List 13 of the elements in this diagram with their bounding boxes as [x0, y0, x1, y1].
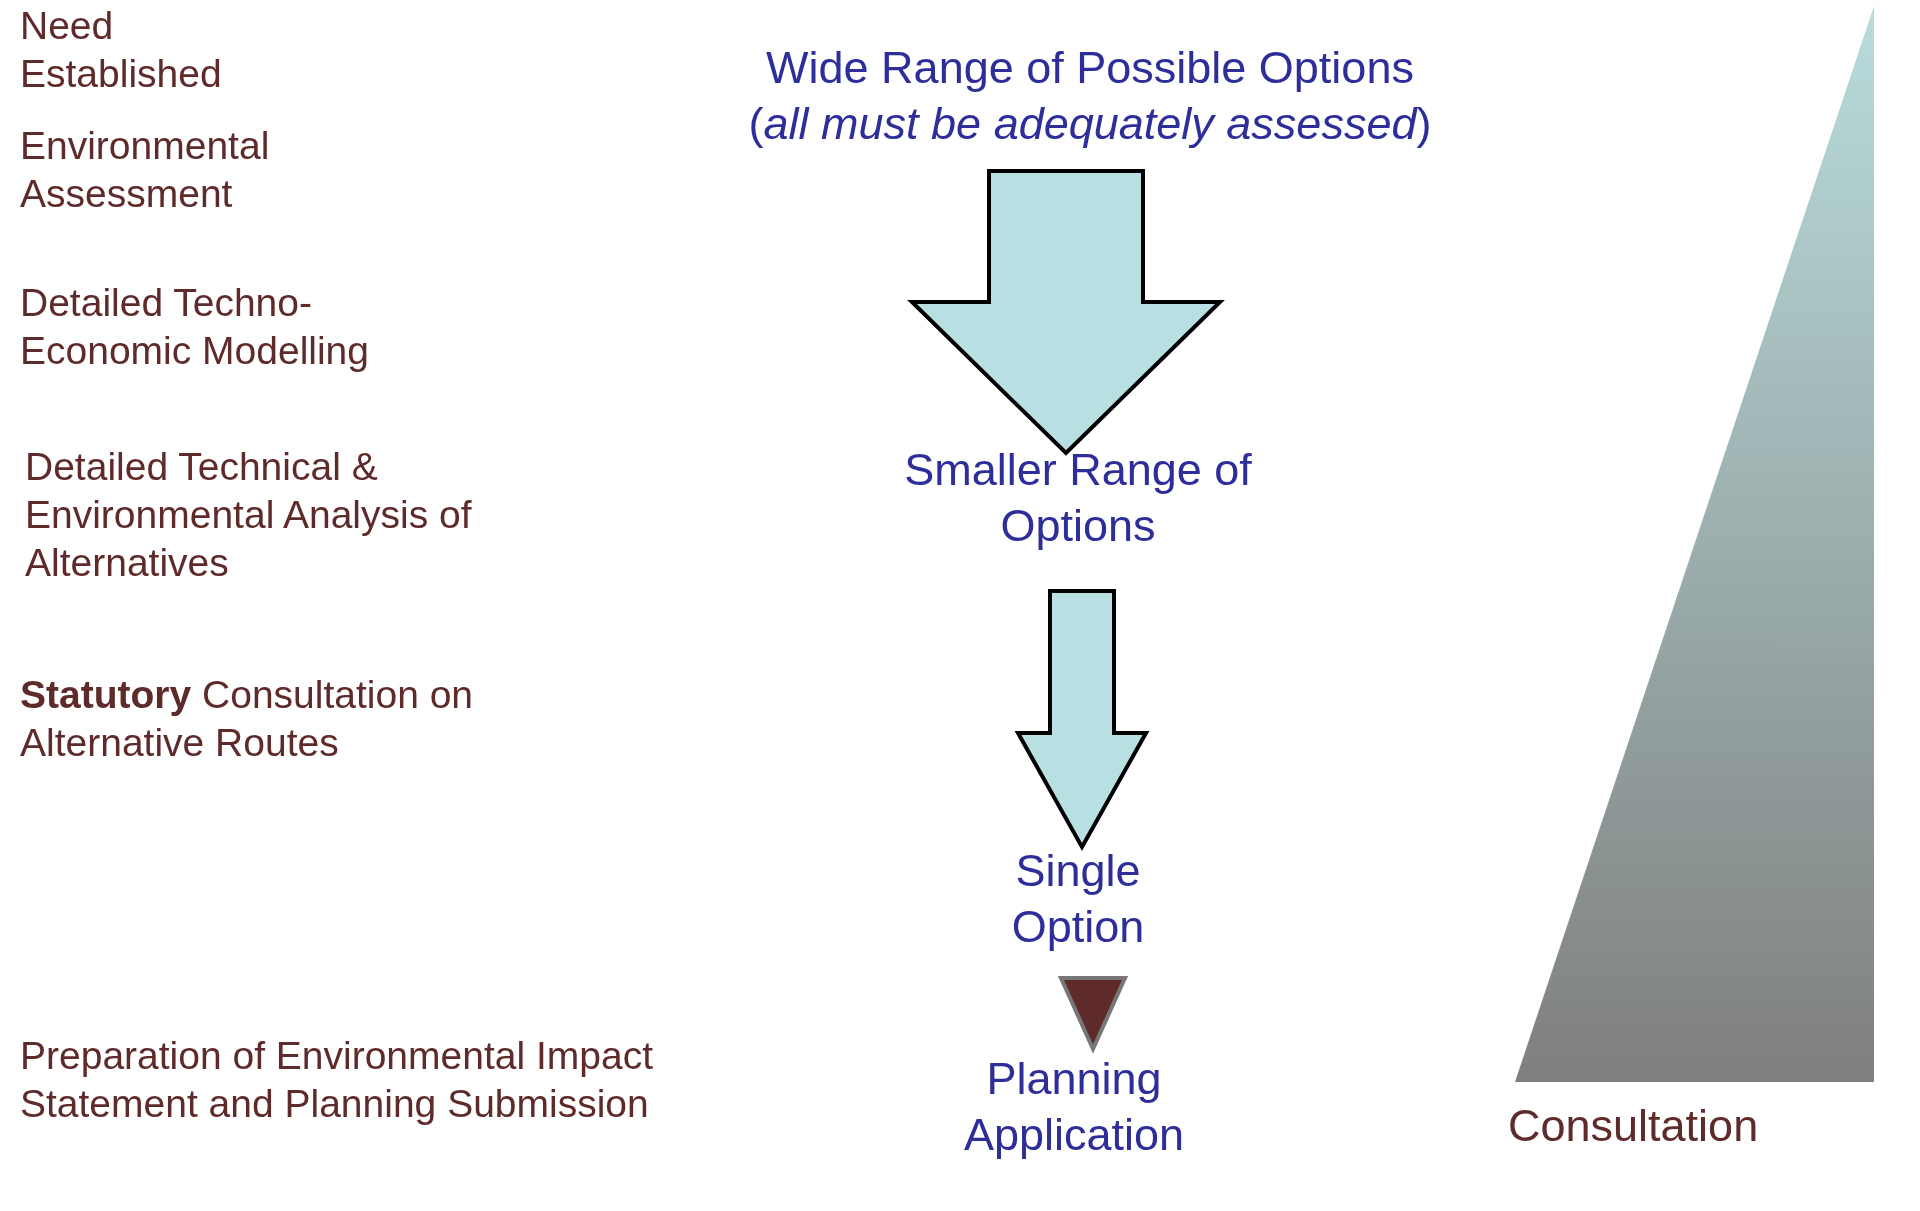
stage-text: Single Option: [978, 843, 1178, 955]
stage-text: Smaller Range of Options: [858, 442, 1298, 554]
stage-label: Detailed Techno-Economic Modelling: [20, 280, 370, 374]
stage-label: Detailed Technical & Environmental Analysis of Alternatives: [25, 444, 473, 586]
stage-label: Environmental Assessment: [20, 123, 271, 217]
stage-label: Preparation of Environmental Impact Statement and Planning Submission: [20, 1033, 654, 1127]
block-arrow: [1014, 589, 1150, 852]
block-arrow: [907, 169, 1225, 456]
stage-label: Statutory Consultation on Alternative Routes: [20, 672, 475, 766]
stage-label: Need Established: [20, 3, 223, 97]
stage-text: Planning Application: [924, 1051, 1224, 1163]
triangle-arrow: [1057, 976, 1129, 1054]
stage-text: Wide Range of Possible Options (all must be adequately assessed): [700, 40, 1480, 152]
